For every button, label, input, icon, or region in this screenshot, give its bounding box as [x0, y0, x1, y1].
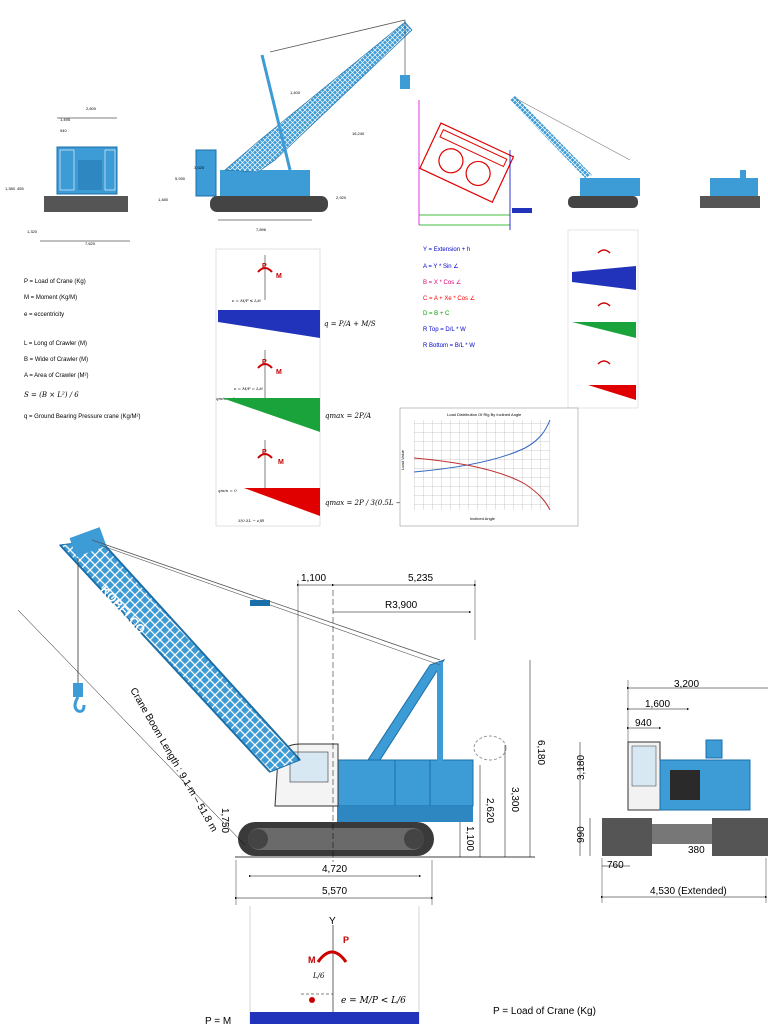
svg-text:Y: Y	[329, 916, 336, 927]
svg-text:3,020: 3,020	[194, 165, 205, 170]
variable-legend: P = Load of Crane (Kg) M = Moment (Kg/M)…	[24, 279, 141, 420]
svg-text:L = Long of Crawler (M): L = Long of Crawler (M)	[24, 341, 87, 347]
svg-text:R3,900: R3,900	[385, 600, 418, 611]
svg-text:Y = Extension + h: Y = Extension + h	[423, 247, 470, 253]
svg-text:L/6: L/6	[312, 972, 325, 980]
svg-text:5,235: 5,235	[408, 573, 433, 584]
svg-text:5,570: 5,570	[322, 886, 347, 897]
svg-text:S = (B × L²) / 6: S = (B × L²) / 6	[24, 391, 79, 399]
bottom-diagram: Y M P L/6 e = M/P < L/6 P = M	[205, 906, 420, 1024]
svg-text:1,600: 1,600	[645, 699, 670, 710]
svg-text:3(0.5L − e)B: 3(0.5L − e)B	[238, 518, 264, 523]
svg-text:1,495: 1,495	[60, 117, 71, 122]
svg-text:2,920: 2,920	[336, 195, 347, 200]
svg-text:P = M: P = M	[205, 1016, 231, 1024]
svg-text:e = eccentricity: e = eccentricity	[24, 312, 64, 318]
svg-text:940: 940	[635, 718, 652, 729]
svg-text:3,300: 3,300	[509, 787, 520, 812]
svg-text:R Bottom = B/L * W: R Bottom = B/L * W	[423, 343, 475, 349]
svg-text:380: 380	[688, 845, 705, 856]
svg-text:760: 760	[607, 860, 624, 871]
svg-text:2,600: 2,600	[86, 106, 97, 111]
svg-text:990: 990	[576, 826, 587, 843]
svg-text:4,530 (Extended): 4,530 (Extended)	[650, 886, 727, 897]
svg-text:4,720: 4,720	[322, 864, 347, 875]
svg-text:1,380: 1,380	[5, 186, 16, 191]
svg-text:M: M	[308, 955, 316, 965]
svg-text:q = P/A + M/S: q = P/A + M/S	[324, 320, 376, 328]
svg-text:R Top = D/L * W: R Top = D/L * W	[423, 327, 466, 333]
svg-text:qmin = 0: qmin = 0	[218, 488, 237, 493]
svg-text:7,620: 7,620	[85, 241, 96, 246]
svg-text:P: P	[262, 449, 267, 456]
svg-text:7,896: 7,896	[256, 227, 267, 232]
rear-view: 3,200 1,600 940 3,180 990 380 760 4,530 …	[576, 679, 768, 903]
svg-text:M = Moment (Kg/M): M = Moment (Kg/M)	[24, 295, 77, 301]
svg-text:Crane Boom Length : 9.1 m – 51: Crane Boom Length : 9.1 m – 51.8 m	[127, 686, 219, 834]
svg-text:C = A + Xe * Cos ∠: C = A + Xe * Cos ∠	[423, 295, 475, 302]
svg-text:Load Distribution Of Rig By In: Load Distribution Of Rig By Inclined Ang…	[447, 412, 522, 417]
chart-series-blue	[413, 419, 551, 473]
svg-text:e = M/P < L/6: e = M/P < L/6	[341, 996, 406, 1006]
svg-text:16,240: 16,240	[352, 131, 365, 136]
svg-text:P: P	[343, 935, 349, 945]
svg-text:1,480: 1,480	[158, 197, 169, 202]
svg-text:M: M	[276, 273, 282, 280]
svg-text:A = Area of Crawler (M²): A = Area of Crawler (M²)	[24, 373, 89, 379]
svg-text:6,180: 6,180	[535, 740, 546, 765]
tilted-formulas: Y = Extension + h A = Y * Sin ∠ B = X * …	[423, 247, 475, 349]
svg-text:3,200: 3,200	[674, 679, 699, 690]
svg-text:P = Load of Crane (Kg): P = Load of Crane (Kg)	[24, 279, 86, 285]
svg-text:qmax = 2P/A: qmax = 2P/A	[325, 412, 371, 420]
chart-series-red	[413, 457, 551, 511]
svg-text:Load Value: Load Value	[400, 449, 405, 470]
svg-text:e = M/P ≤ L/6: e = M/P ≤ L/6	[232, 298, 261, 303]
svg-text:P: P	[262, 263, 267, 270]
svg-text:B = Wide of Crawler (M): B = Wide of Crawler (M)	[24, 357, 88, 363]
svg-text:940: 940	[60, 128, 67, 133]
crane-body	[336, 759, 474, 807]
svg-text:D = B + C: D = B + C	[423, 311, 450, 317]
footer-legend: P = Load of Crane (Kg)	[493, 1006, 596, 1017]
side-view-small: 1,400 16,240 5,930 3,020 1,480 2,920 7,8…	[158, 19, 413, 232]
main-crane: KOBELCO Crane Boom Length : 9.1 m – 51.8…	[17, 527, 546, 905]
small-crane-right	[510, 96, 760, 208]
svg-text:B = X * Cos ∠: B = X * Cos ∠	[423, 279, 461, 286]
svg-text:1,100: 1,100	[301, 573, 326, 584]
svg-text:3,180: 3,180	[576, 755, 587, 780]
svg-text:M: M	[278, 459, 284, 466]
svg-text:e = M/P = L/6: e = M/P = L/6	[234, 386, 263, 391]
svg-text:P: P	[262, 359, 267, 366]
svg-text:qmax = 2P / 3(0.5L − e)B: qmax = 2P / 3(0.5L − e)B	[325, 499, 416, 507]
front-view-small: 2,600 1,495 940 1,380 455 1,320 7,620	[5, 106, 130, 246]
right-pressure-diagrams	[567, 229, 639, 409]
svg-text:Inclined Angle: Inclined Angle	[470, 516, 496, 521]
svg-text:1,320: 1,320	[27, 229, 38, 234]
svg-text:455: 455	[17, 186, 24, 191]
svg-text:M: M	[276, 369, 282, 376]
svg-text:1,750: 1,750	[219, 808, 230, 833]
mini-chart: Load Distribution Of Rig By Inclined Ang…	[399, 407, 579, 527]
svg-text:A = Y * Sin ∠: A = Y * Sin ∠	[423, 263, 459, 270]
svg-text:1,400: 1,400	[290, 90, 301, 95]
svg-text:1,100: 1,100	[464, 826, 475, 851]
svg-text:q = Ground Bearing Pressure cr: q = Ground Bearing Pressure crane (Kg/M²…	[24, 414, 141, 420]
svg-text:5,930: 5,930	[175, 176, 186, 181]
svg-text:2,620: 2,620	[484, 798, 495, 823]
boom	[58, 539, 301, 773]
tilted-crane-diagram	[418, 100, 532, 230]
pressure-diagrams: P M e = M/P ≤ L/6 q = P/A + M/S P M e = …	[215, 248, 416, 527]
